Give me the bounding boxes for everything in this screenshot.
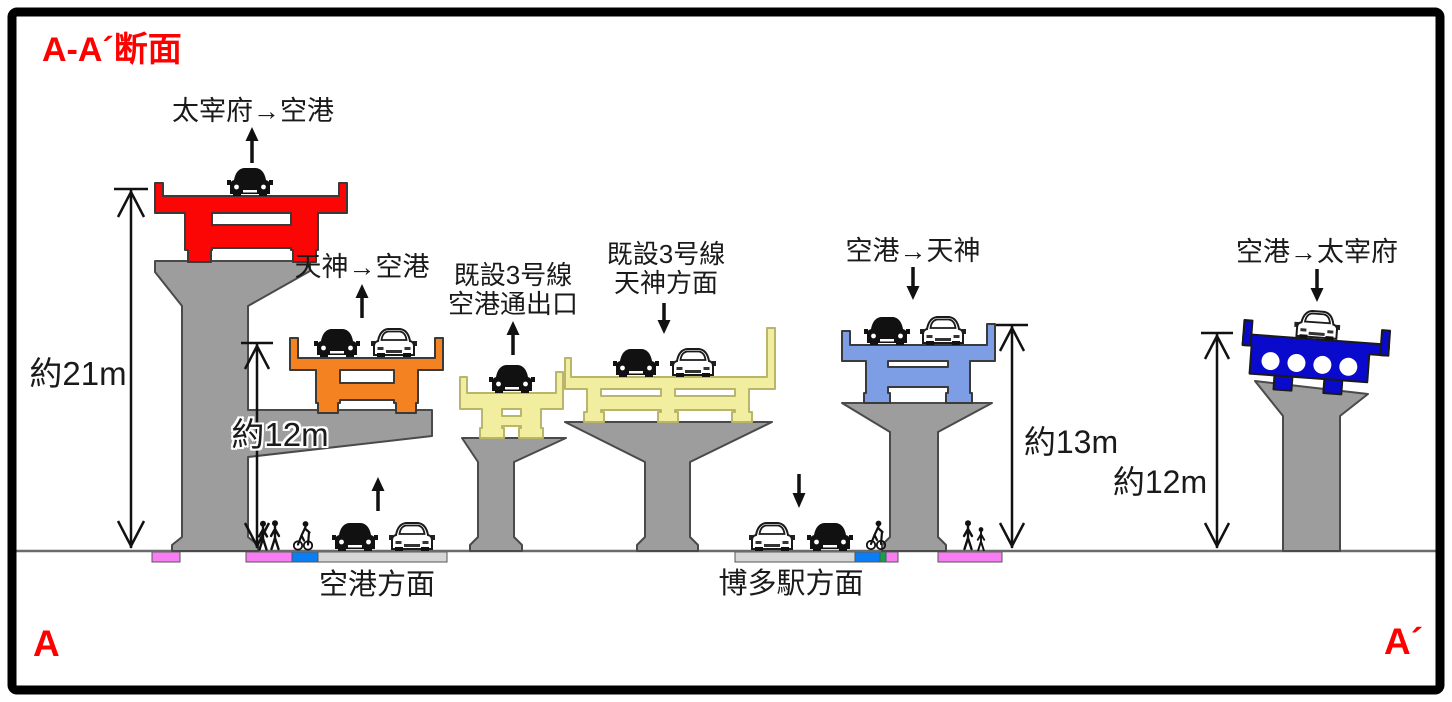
- sidewalk-strip: [885, 551, 899, 563]
- label-tenjin-to-airport: 天神→空港: [294, 252, 430, 283]
- car-icon-light: [389, 522, 435, 551]
- dimension-label-21m: 約21m: [29, 355, 127, 392]
- yellow-deck-tenjin: [564, 327, 776, 423]
- roadway-strip: [317, 551, 448, 563]
- dimension-label-12m-left: 約12m: [231, 416, 329, 453]
- label-existing-line3-exit: 既設3号線 空港通出口: [448, 261, 578, 319]
- bearing-support: [1272, 374, 1294, 392]
- down-arrow-icon: [906, 267, 920, 300]
- pier-existing-tenjin: [564, 421, 773, 552]
- car-icon-dark: [489, 365, 535, 393]
- dark-blue-wing: [1379, 329, 1392, 357]
- down-arrow-icon: [1310, 269, 1324, 302]
- label-airport-to-tenjin: 空港→天神: [845, 236, 981, 267]
- girder-void: [1313, 355, 1332, 374]
- bike-lane-strip: [291, 551, 319, 563]
- dimension-label-13m: 約13m: [1023, 424, 1119, 460]
- up-arrow-icon: [245, 127, 259, 163]
- yellow-deck-exit: [459, 371, 564, 439]
- tall-pier-with-cantilever: [154, 260, 433, 552]
- structure-existing-line3-tenjin: [564, 327, 776, 423]
- down-arrow-icon: [657, 303, 671, 334]
- car-icon-dark: [227, 168, 273, 196]
- diagram-frame: [7, 7, 1445, 695]
- car-icon-light: [670, 348, 716, 377]
- label-ground-airport-direction: 空港方面: [318, 569, 436, 602]
- roadway-strip: [734, 551, 856, 563]
- dimension-label-12m-right: 約12m: [1112, 464, 1208, 500]
- bike-lane-strip: [854, 551, 881, 563]
- label-line1: 既設3号線: [453, 260, 573, 290]
- car-icon-dark: [332, 523, 378, 551]
- pier-airport-to-dazaifu: [1254, 380, 1369, 552]
- red-deck: [154, 182, 348, 263]
- girder-void: [1287, 353, 1306, 372]
- car-icon-dark: [314, 329, 360, 357]
- label-dazaifu-to-airport: 太宰府→空港: [172, 96, 334, 127]
- section-marker-a: A: [33, 623, 60, 664]
- pedestrian-icon: [269, 519, 281, 551]
- dimension-line-13m: [996, 323, 1028, 549]
- dimension-line-21m: [114, 187, 148, 549]
- structure-airport-to-tenjin: [841, 316, 996, 404]
- structure-dazaifu-to-airport: [154, 168, 348, 263]
- label-ground-hakata-direction: 博多駅方面: [718, 568, 864, 601]
- car-icon-dark: [864, 317, 910, 345]
- direction-arrows: [245, 127, 1324, 511]
- label-existing-line3-tenjin: 既設3号線 天神方面: [607, 240, 725, 298]
- label-line2: 空港通出口: [447, 289, 579, 319]
- car-icon-dark: [613, 349, 659, 377]
- bearing-support: [1322, 378, 1344, 396]
- orange-deck: [289, 337, 444, 414]
- structure-existing-line3-exit: [459, 365, 564, 439]
- car-icon-dark: [807, 523, 853, 551]
- dark-blue-wing: [1241, 319, 1254, 347]
- structure-tenjin-to-airport: [289, 328, 444, 414]
- girder-void: [1339, 357, 1358, 376]
- sidewalk-strip: [245, 551, 293, 563]
- label-airport-to-dazaifu: 空港→太宰府: [1236, 237, 1398, 268]
- light-blue-deck: [841, 323, 996, 404]
- girder-void: [1261, 352, 1280, 371]
- structure-airport-to-dazaifu: [1241, 308, 1392, 396]
- car-icon-light: [920, 316, 966, 345]
- pedestrian-child-icon: [976, 527, 986, 551]
- sidewalk-strip: [151, 551, 181, 563]
- up-arrow-icon: [355, 284, 369, 318]
- up-arrow-icon: [371, 477, 385, 511]
- label-line2: 天神方面: [613, 268, 718, 298]
- up-arrow-icon: [506, 321, 520, 355]
- pier-airport-to-tenjin: [841, 402, 993, 552]
- dimension-line-12m-left: [241, 341, 273, 549]
- ground-strips: [151, 551, 1003, 563]
- pedestrian-icon: [962, 519, 974, 551]
- dimension-line-12m-right: [1201, 331, 1233, 549]
- cyclist-icon: [293, 520, 313, 551]
- piers: [154, 260, 1369, 552]
- car-icon-light: [371, 328, 417, 357]
- street-level: [257, 519, 986, 551]
- planting-strip: [879, 551, 887, 563]
- section-marker-a-prime: A´: [1384, 621, 1424, 662]
- label-line1: 既設3号線: [606, 239, 726, 269]
- car-icon-light: [1293, 308, 1342, 342]
- down-arrow-icon: [792, 474, 806, 508]
- page-title: A-A´断面: [42, 31, 182, 69]
- car-icon-light: [749, 522, 795, 551]
- sidewalk-strip: [937, 551, 1003, 563]
- pier-existing-exit: [461, 437, 567, 552]
